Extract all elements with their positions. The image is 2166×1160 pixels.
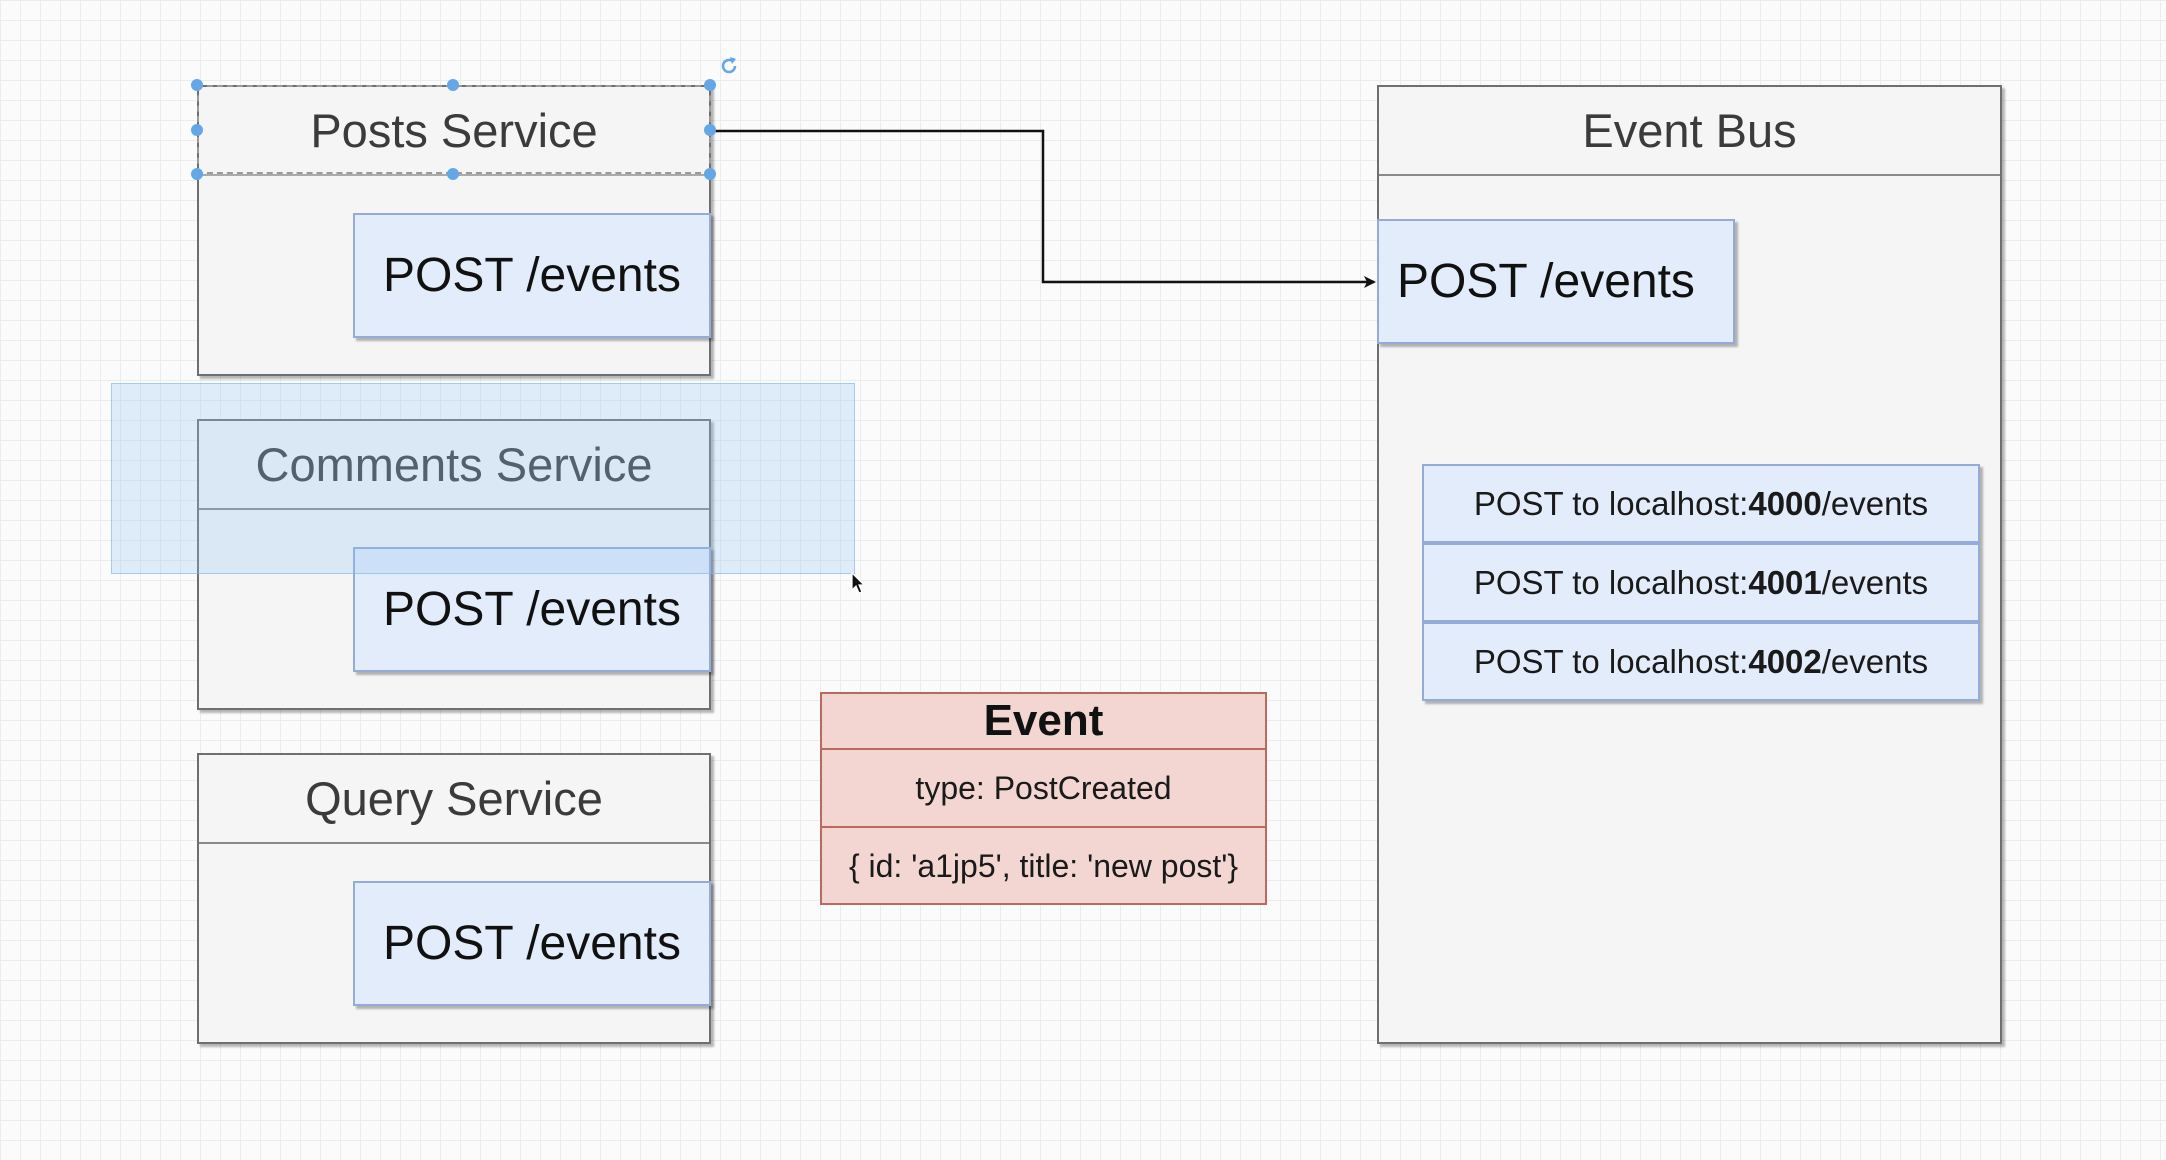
marquee-selection <box>111 383 855 574</box>
rotate-icon[interactable] <box>717 54 741 78</box>
comments-service-title[interactable]: Comments Service <box>199 421 709 510</box>
event-card[interactable]: Event type: PostCreated { id: 'a1jp5', t… <box>820 692 1267 905</box>
comments-service-endpoint[interactable]: POST /events <box>353 547 711 672</box>
route-port: 4002 <box>1748 642 1822 680</box>
route-row-4000[interactable]: POST to localhost:4000/events <box>1422 464 1980 543</box>
selection-handle-bm[interactable] <box>447 168 459 180</box>
selection-handle-bl[interactable] <box>191 168 203 180</box>
selection-handle-br[interactable] <box>704 168 716 180</box>
route-row-4002[interactable]: POST to localhost:4002/events <box>1422 622 1980 701</box>
route-suffix: /events <box>1821 484 1929 522</box>
route-prefix: POST to localhost: <box>1473 642 1749 680</box>
route-prefix: POST to localhost: <box>1473 563 1749 601</box>
query-service-endpoint[interactable]: POST /events <box>353 881 711 1006</box>
selection-handle-mr[interactable] <box>704 124 716 136</box>
query-service-title[interactable]: Query Service <box>199 755 709 844</box>
route-row-4001[interactable]: POST to localhost:4001/events <box>1422 543 1980 622</box>
selection-handle-tl[interactable] <box>191 79 203 91</box>
event-title[interactable]: Event <box>822 694 1265 750</box>
selection-outline <box>197 85 711 174</box>
posts-to-bus-arrow[interactable] <box>710 129 1376 288</box>
route-suffix: /events <box>1821 642 1929 680</box>
route-suffix: /events <box>1821 563 1929 601</box>
event-payload-line[interactable]: { id: 'a1jp5', title: 'new post'} <box>848 848 1239 884</box>
selection-handle-tm[interactable] <box>447 79 459 91</box>
posts-service-endpoint[interactable]: POST /events <box>353 213 711 338</box>
event-type-line[interactable]: type: PostCreated <box>822 750 1265 828</box>
selection-handle-tr[interactable] <box>704 79 716 91</box>
selection-handle-ml[interactable] <box>191 124 203 136</box>
route-port: 4000 <box>1748 484 1822 522</box>
route-port: 4001 <box>1748 563 1822 601</box>
event-bus-endpoint[interactable]: POST /events <box>1377 219 1735 344</box>
event-bus-title[interactable]: Event Bus <box>1379 87 2000 176</box>
route-prefix: POST to localhost: <box>1473 484 1749 522</box>
mouse-cursor-icon <box>851 572 866 594</box>
